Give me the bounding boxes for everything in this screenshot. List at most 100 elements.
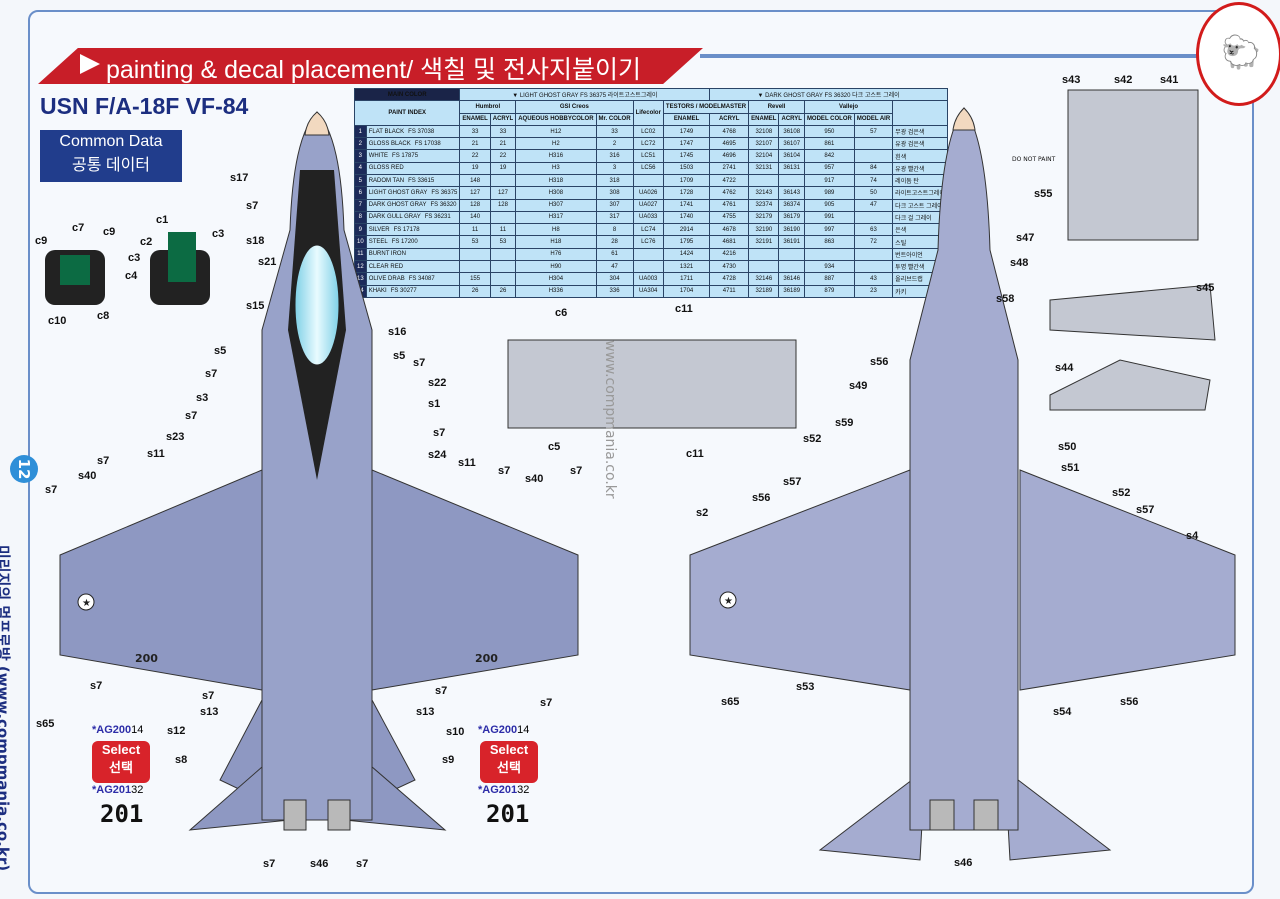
decal-label: s56 xyxy=(752,492,771,504)
left-nozzle xyxy=(283,799,307,831)
paint-fs-code: FS 30277 xyxy=(390,288,417,295)
decal-label: s41 xyxy=(1160,74,1179,86)
sub-header: MODEL AIR xyxy=(853,112,894,126)
decal-label: s7 xyxy=(185,410,198,422)
main-dark-ko: 다크 고스트 그레이 xyxy=(852,93,900,100)
paint-name-text: OLIVE DRAB xyxy=(368,275,405,282)
do-not-paint-note: DO NOT PAINT xyxy=(1012,156,1056,163)
decal-label: c8 xyxy=(97,310,110,322)
right-nozzle xyxy=(327,799,351,831)
paint-name-text: FLAT BLACK xyxy=(368,128,405,135)
decal-label: s46 xyxy=(310,858,329,870)
modex-left: 200 xyxy=(135,652,158,665)
decal-code-num: 32 xyxy=(131,784,144,796)
decal-label: s46 xyxy=(954,857,973,869)
decal-label: s56 xyxy=(1120,696,1139,708)
decal-label: s17 xyxy=(230,172,249,184)
decal-label: s53 xyxy=(796,681,815,693)
decal-code-bottom-left: *AG20132 xyxy=(92,784,143,796)
paint-name-text: CLEAR RED xyxy=(368,263,404,270)
paint-name-text: LIGHT GHOST GRAY xyxy=(368,189,428,196)
paint-value: 36189 xyxy=(778,284,805,299)
roundel-star-icon: ★ xyxy=(724,596,733,607)
decal-201-left: 201 xyxy=(100,800,144,828)
decal-label: c10 xyxy=(48,315,67,327)
decal-label: s23 xyxy=(166,431,185,443)
decal-label: s52 xyxy=(1112,487,1131,499)
detail-s45 xyxy=(1049,284,1216,341)
paint-name-text: SILVER xyxy=(368,226,390,233)
decal-label: s7 xyxy=(205,368,218,380)
main-color-label: MAIN COLOR xyxy=(353,87,461,102)
decal-label: s48 xyxy=(1010,257,1029,269)
decal-label: s13 xyxy=(200,706,219,718)
paint-value: 1704 xyxy=(662,284,711,299)
paint-value: 336 xyxy=(595,284,634,299)
paint-row: 14KHAKIFS 302772626H336336UA304170447113… xyxy=(354,284,948,299)
decal-label: s65 xyxy=(721,696,740,708)
paint-fs-code: FS 36375 xyxy=(431,189,458,196)
paint-value: 26 xyxy=(489,284,517,299)
side-detail-views xyxy=(1049,89,1216,411)
decal-label: s42 xyxy=(1114,74,1133,86)
lower-right-wing xyxy=(1019,469,1236,691)
paint-value: UA304 xyxy=(632,284,664,299)
decal-code-num: 14 xyxy=(517,724,530,736)
common-data-ko: 공통 데이터 xyxy=(71,157,151,174)
decal-label: s7 xyxy=(413,357,426,369)
decal-label: s43 xyxy=(1062,74,1081,86)
decal-label: c9 xyxy=(103,226,116,238)
banner-arrow-icon xyxy=(80,54,100,74)
table-group-header: PAINT INDEX Humbrol GSI Creos Lifecolor … xyxy=(353,100,948,126)
select-en: Select xyxy=(489,742,529,757)
common-data-box: Common Data 공통 데이터 xyxy=(40,130,182,182)
watermark-text: www.compmania.co.kr xyxy=(602,340,618,499)
decal-label: s49 xyxy=(849,380,868,392)
decal-label: s12 xyxy=(167,725,186,737)
paint-fs-code: FS 17875 xyxy=(392,153,419,160)
decal-label: s21 xyxy=(258,256,277,268)
select-ko: 선택 xyxy=(497,760,521,775)
decal-label: s7 xyxy=(263,858,276,870)
decal-label: s52 xyxy=(803,433,822,445)
decal-code-bottom-right: *AG20132 xyxy=(478,784,529,796)
decal-label: c7 xyxy=(72,222,85,234)
select-ko: 선택 xyxy=(109,760,133,775)
paint-name-text: DARK GULL GRAY xyxy=(368,214,421,221)
main-dark-name: DARK GHOST GRAY xyxy=(765,93,823,100)
paint-fs-code: FS 17200 xyxy=(391,239,418,246)
decal-code-num: 32 xyxy=(517,784,530,796)
cockpit-tub xyxy=(507,339,797,429)
decal-label: s7 xyxy=(435,685,448,697)
paint-fs-code: FS 37038 xyxy=(408,128,435,135)
decal-code-top-left: *AG20014 xyxy=(92,724,143,736)
decal-label: c11 xyxy=(686,448,704,460)
decal-label: c5 xyxy=(548,441,561,453)
decal-label: s56 xyxy=(870,356,889,368)
select-en: Select xyxy=(101,742,141,757)
decal-201-right: 201 xyxy=(486,800,530,828)
sub-header: Mr. COLOR xyxy=(595,112,634,126)
decal-label: s47 xyxy=(1016,232,1035,244)
paint-value: 1321 xyxy=(662,259,711,274)
decal-label: s7 xyxy=(90,680,103,692)
top-view-aircraft: ★ 200 200 xyxy=(59,111,579,831)
decal-label: s18 xyxy=(246,235,265,247)
paint-fs-code: FS 34087 xyxy=(408,275,435,282)
paint-name-text: KHAKI xyxy=(368,288,387,295)
left-wing xyxy=(59,469,263,691)
roundel-star-icon: ★ xyxy=(82,598,91,609)
paint-value: UA027 xyxy=(632,198,664,212)
decal-label: c9 xyxy=(35,235,48,247)
paint-fs-code: FS 33615 xyxy=(408,177,435,184)
decal-label: s7 xyxy=(498,465,511,477)
paint-value: 23 xyxy=(853,284,894,299)
decal-label: s54 xyxy=(1053,706,1072,718)
decal-code: *AG201 xyxy=(92,784,132,796)
paint-name-text: BURNT IRON xyxy=(368,251,406,258)
decal-label: s7 xyxy=(433,427,446,439)
